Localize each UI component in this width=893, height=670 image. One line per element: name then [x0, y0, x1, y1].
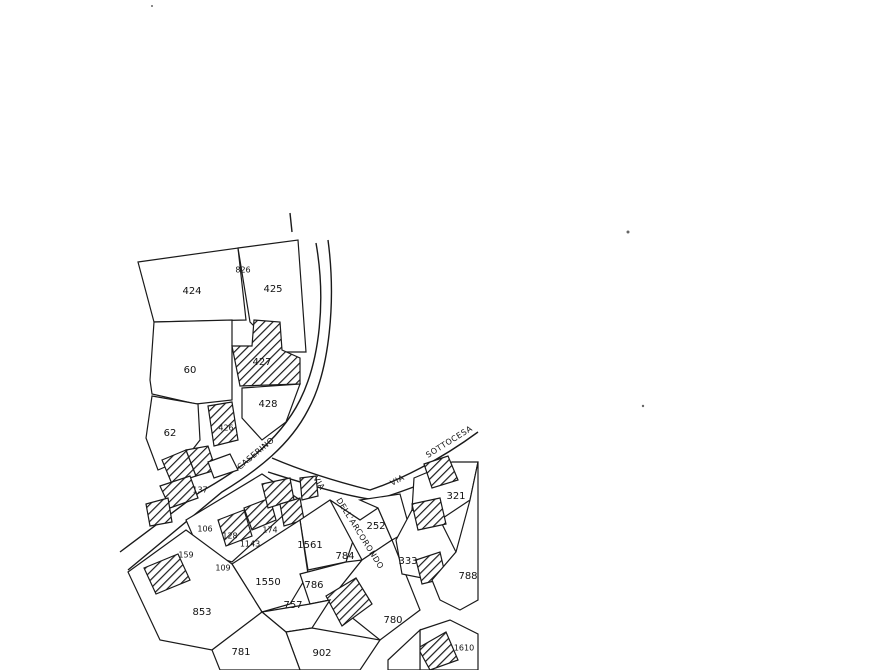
speck	[626, 230, 630, 234]
label-1550: 1550	[255, 577, 280, 588]
parcel-902	[285, 627, 382, 670]
parcel-424	[137, 247, 247, 323]
label-428: 428	[258, 399, 277, 410]
speck	[641, 404, 645, 408]
speck	[151, 5, 153, 7]
label-174: 174	[262, 526, 277, 535]
parcel-781	[211, 611, 301, 670]
road-caserino	[119, 212, 333, 571]
label-333: 333	[398, 556, 417, 567]
label-757: 757	[283, 600, 302, 611]
building-427	[231, 319, 301, 387]
building-large	[325, 577, 373, 627]
building-159	[143, 553, 191, 595]
label-786: 786	[304, 580, 323, 591]
label-426: 426	[218, 424, 233, 433]
label-853: 853	[192, 607, 211, 618]
label-137: 137	[192, 486, 207, 495]
label-427: 427	[252, 357, 271, 368]
label-780: 780	[383, 615, 402, 626]
label-252: 252	[366, 521, 385, 532]
label-159: 159	[178, 551, 193, 560]
label-60: 60	[184, 365, 197, 376]
label-321: 321	[446, 491, 465, 502]
parcel-small	[207, 453, 239, 479]
label-128: 128	[222, 532, 237, 541]
label-424: 424	[182, 286, 201, 297]
building-small	[217, 509, 253, 547]
parcel-428	[241, 383, 301, 441]
parcel-788	[431, 461, 479, 611]
building-small	[145, 497, 173, 527]
parcel-60	[149, 319, 233, 405]
building-small	[299, 475, 319, 501]
building-small	[417, 631, 459, 670]
building-small	[423, 455, 459, 489]
street-label-sottocesa: SOTTOCESA	[424, 424, 474, 460]
label-1143: 1143	[240, 540, 260, 549]
label-781: 781	[231, 647, 250, 658]
parcel-edge	[387, 628, 421, 670]
label-425: 425	[263, 284, 282, 295]
street-label-caserino: CASERINO	[236, 435, 277, 471]
label-902: 902	[312, 648, 331, 659]
label-1610: 1610	[454, 644, 474, 653]
label-826: 826	[235, 266, 250, 275]
label-62: 62	[164, 428, 177, 439]
street-label-via: VIA	[389, 473, 406, 488]
label-1561: 1561	[297, 540, 322, 551]
label-788: 788	[458, 571, 477, 582]
label-784: 784	[335, 551, 354, 562]
building-426	[207, 401, 239, 447]
label-106: 106	[197, 525, 212, 534]
label-109: 109	[215, 564, 230, 573]
building-small	[411, 497, 447, 531]
